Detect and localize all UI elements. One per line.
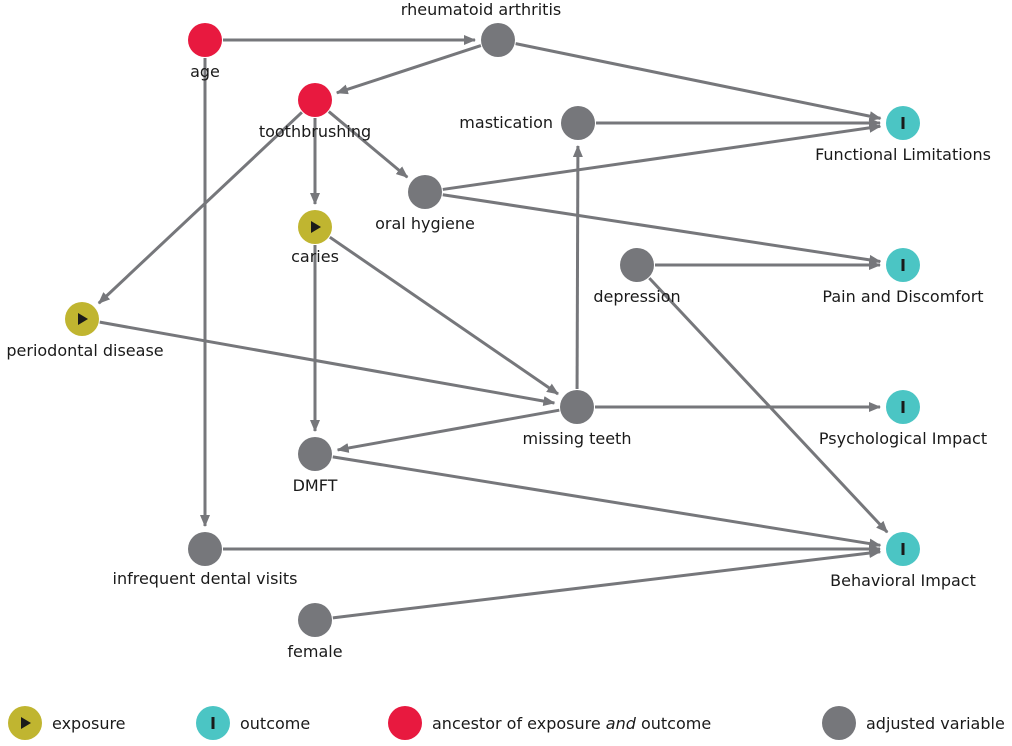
node-behavioral_impact — [886, 532, 920, 566]
bar-icon — [901, 117, 905, 129]
adjusted-node-circle — [481, 23, 515, 57]
node-label-mastication: mastication — [459, 113, 553, 132]
legend-label-ancestor: ancestor of exposure and outcome — [432, 714, 711, 733]
node-missing_teeth — [560, 390, 594, 424]
node-toothbrushing — [298, 83, 332, 117]
legend-label-suffix: outcome — [636, 714, 711, 733]
node-label-functional_limitations: Functional Limitations — [815, 145, 991, 164]
legend-item-outcome: outcome — [196, 706, 310, 740]
node-label-female: female — [287, 642, 342, 661]
node-age — [188, 23, 222, 57]
play-icon — [311, 221, 321, 233]
node-rheumatoid_arthritis — [481, 23, 515, 57]
legend-ancestor-swatch — [388, 706, 422, 740]
legend-item-exposure: exposure — [8, 706, 126, 740]
edge-caries-to-missing_teeth — [328, 235, 559, 396]
node-label-psychological_impact: Psychological Impact — [819, 429, 987, 448]
nodes-layer — [65, 23, 920, 637]
adjusted-node-circle — [298, 437, 332, 471]
edge-rheumatoid_arthritis-to-functional_limitations — [515, 42, 882, 122]
node-pain_and_discomfort — [886, 248, 920, 282]
legend-adjusted-swatch — [822, 706, 856, 740]
edge-toothbrushing-to-oral_hygiene — [327, 110, 409, 179]
node-label-missing_teeth: missing teeth — [523, 429, 632, 448]
legend-label-adjusted: adjusted variable — [866, 714, 1005, 733]
adjusted-node-circle — [298, 603, 332, 637]
adjusted-node-circle — [188, 532, 222, 566]
node-female — [298, 603, 332, 637]
node-label-infrequent_dental_visits: infrequent dental visits — [113, 569, 298, 588]
node-caries — [298, 210, 332, 244]
play-icon — [78, 313, 88, 325]
edge-dmft-to-behavioral_impact — [332, 455, 882, 549]
node-functional_limitations — [886, 106, 920, 140]
node-label-behavioral_impact: Behavioral Impact — [830, 571, 976, 590]
bar-icon — [901, 401, 905, 413]
edge-rheumatoid_arthritis-to-toothbrushing — [335, 44, 482, 95]
node-oral_hygiene — [408, 175, 442, 209]
node-label-depression: depression — [593, 287, 680, 306]
play-icon — [21, 717, 31, 729]
bar-icon — [901, 543, 905, 555]
node-label-oral_hygiene: oral hygiene — [375, 214, 475, 233]
legend-label-prefix: ancestor of exposure — [432, 714, 606, 733]
adjusted-node-circle — [560, 390, 594, 424]
legend-label-outcome: outcome — [240, 714, 310, 733]
node-label-rheumatoid_arthritis: rheumatoid arthritis — [401, 0, 561, 19]
ancestor-node-circle — [188, 23, 222, 57]
node-label-periodontal_disease: periodontal disease — [6, 341, 163, 360]
edge-oral_hygiene-to-pain_and_discomfort — [442, 193, 882, 265]
node-label-age: age — [190, 62, 220, 81]
legend-label-exposure: exposure — [52, 714, 126, 733]
edge-toothbrushing-to-periodontal_disease — [97, 111, 303, 305]
legend-label-italic: and — [606, 714, 637, 733]
node-mastication — [561, 106, 595, 140]
edge-missing_teeth-to-dmft — [336, 408, 560, 453]
node-dmft — [298, 437, 332, 471]
node-periodontal_disease — [65, 302, 99, 336]
node-psychological_impact — [886, 390, 920, 424]
edges-layer — [97, 35, 889, 620]
adjusted-node-circle — [561, 106, 595, 140]
bar-icon — [211, 717, 215, 729]
edge-missing_teeth-to-mastication — [572, 144, 583, 390]
bar-icon — [901, 259, 905, 271]
ancestor-node-circle — [298, 83, 332, 117]
legend-item-ancestor: ancestor of exposure and outcome — [388, 706, 711, 740]
edge-depression-to-behavioral_impact — [648, 277, 889, 534]
labels-layer: age rheumatoid arthritis toothbrushing mast… — [6, 0, 991, 661]
adjusted-node-circle — [408, 175, 442, 209]
edge-female-to-behavioral_impact — [332, 548, 882, 620]
node-label-caries: caries — [291, 247, 339, 266]
node-infrequent_dental_visits — [188, 532, 222, 566]
node-label-toothbrushing: toothbrushing — [259, 122, 371, 141]
edge-oral_hygiene-to-functional_limitations — [442, 122, 882, 191]
legend-item-adjusted: adjusted variable — [822, 706, 1005, 740]
edge-periodontal_disease-to-missing_teeth — [99, 320, 556, 406]
node-label-dmft: DMFT — [293, 476, 338, 495]
adjusted-node-circle — [620, 248, 654, 282]
node-depression — [620, 248, 654, 282]
node-label-pain_and_discomfort: Pain and Discomfort — [822, 287, 983, 306]
